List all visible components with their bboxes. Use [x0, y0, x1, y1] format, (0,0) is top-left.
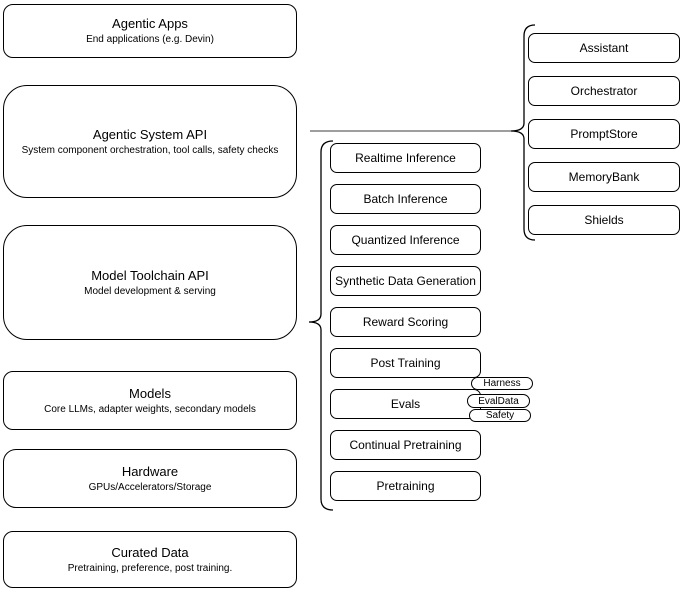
node-subtitle: Core LLMs, adapter weights, secondary mo…	[44, 403, 256, 415]
toolchain-node-synthetic-data-generation: Synthetic Data Generation	[330, 266, 481, 296]
node-title: Agentic System API	[92, 126, 208, 142]
node-title: Models	[129, 385, 171, 401]
node-subtitle: GPUs/Accelerators/Storage	[88, 481, 212, 493]
node-subtitle: End applications (e.g. Devin)	[86, 34, 214, 45]
toolchain-node-pretraining: Pretraining	[330, 471, 481, 501]
node-agentic-apps: Agentic Apps End applications (e.g. Devi…	[3, 4, 297, 58]
node-subtitle: Pretraining, preference, post training.	[67, 562, 233, 574]
eval-tag-harness: Harness	[471, 377, 533, 390]
system-node-promptstore: PromptStore	[528, 119, 680, 149]
node-curated-data: Curated Data Pretraining, preference, po…	[3, 531, 297, 588]
node-title: Hardware	[121, 463, 179, 479]
toolchain-node-batch-inference: Batch Inference	[330, 184, 481, 214]
node-title: Agentic Apps	[112, 16, 188, 31]
node-title: Curated Data	[111, 544, 189, 560]
node-model-toolchain-api: Model Toolchain API Model development & …	[3, 225, 297, 340]
node-models: Models Core LLMs, adapter weights, secon…	[3, 371, 297, 430]
eval-tag-evaldata: EvalData	[467, 394, 530, 408]
toolchain-node-reward-scoring: Reward Scoring	[330, 307, 481, 337]
toolchain-node-post-training: Post Training	[330, 348, 481, 378]
node-hardware: Hardware GPUs/Accelerators/Storage	[3, 449, 297, 508]
system-node-shields: Shields	[528, 205, 680, 235]
node-agentic-system-api: Agentic System API System component orch…	[3, 85, 297, 198]
toolchain-node-continual-pretraining: Continual Pretraining	[330, 430, 481, 460]
system-node-assistant: Assistant	[528, 33, 680, 63]
toolchain-node-realtime-inference: Realtime Inference	[330, 143, 481, 173]
toolchain-node-quantized-inference: Quantized Inference	[330, 225, 481, 255]
eval-tag-safety: Safety	[469, 409, 531, 422]
node-subtitle: Model development & serving	[84, 285, 216, 297]
toolchain-node-evals: Evals	[330, 389, 481, 419]
system-node-orchestrator: Orchestrator	[528, 76, 680, 106]
system-node-memorybank: MemoryBank	[528, 162, 680, 192]
node-subtitle: System component orchestration, tool cal…	[21, 144, 279, 156]
node-title: Model Toolchain API	[91, 267, 209, 283]
